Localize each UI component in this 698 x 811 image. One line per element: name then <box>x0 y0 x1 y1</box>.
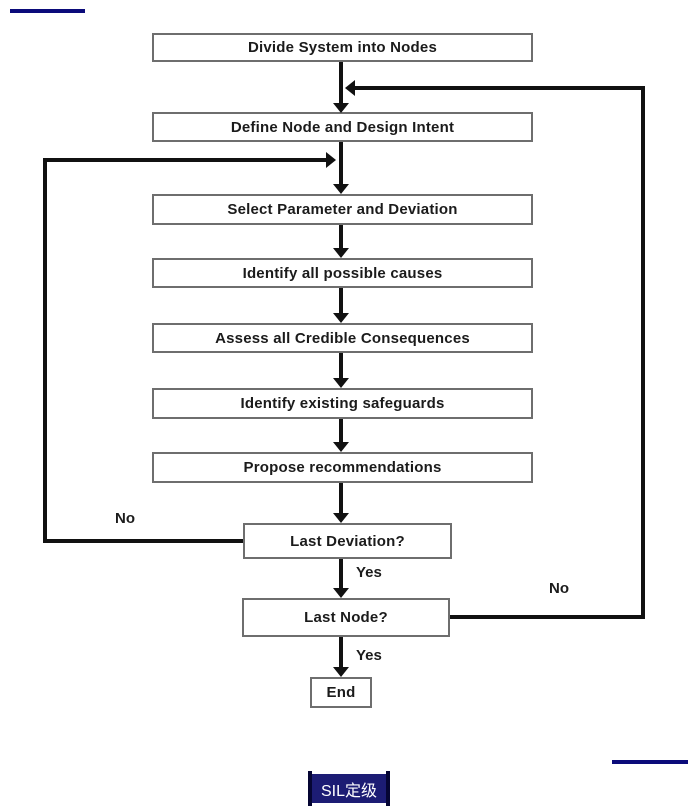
flow-node-divide-system: Divide System into Nodes <box>152 33 533 62</box>
edge-label-no-last-deviation: No <box>115 510 135 527</box>
edge-label-yes-last-deviation: Yes <box>356 564 382 581</box>
flow-node-identify-safeguards: Identify existing safeguards <box>152 388 533 419</box>
arrow-recommendations-to-last-deviation <box>339 483 343 513</box>
arrow-last-deviation-to-last-node <box>339 559 343 588</box>
loop-left-top-arrow <box>45 158 326 162</box>
arrow-causes-to-consequences <box>339 288 343 313</box>
flow-node-propose-recommendations: Propose recommendations <box>152 452 533 483</box>
arrow-define-to-select <box>339 142 343 184</box>
bottom-right-rule <box>612 760 688 764</box>
edge-label-no-last-node: No <box>549 580 569 597</box>
arrow-safeguards-to-recommendations <box>339 419 343 442</box>
loop-left-bottom-segment <box>45 539 243 543</box>
arrow-last-node-to-end <box>339 637 343 667</box>
flow-node-identify-causes: Identify all possible causes <box>152 258 533 288</box>
arrow-consequences-to-safeguards <box>339 353 343 378</box>
sil-rating-badge: SIL定级 <box>307 771 391 806</box>
loop-right-top-arrow <box>355 86 643 90</box>
flow-node-end: End <box>310 677 372 708</box>
arrow-select-to-causes <box>339 225 343 248</box>
top-left-rule <box>10 9 85 13</box>
loop-right-vertical-segment <box>641 86 645 619</box>
flow-node-define-node: Define Node and Design Intent <box>152 112 533 142</box>
edge-label-yes-last-node: Yes <box>356 647 382 664</box>
flow-node-last-node: Last Node? <box>242 598 450 637</box>
flow-node-last-deviation: Last Deviation? <box>243 523 452 559</box>
loop-left-vertical-segment <box>43 158 47 543</box>
loop-right-bottom-segment <box>450 615 645 619</box>
arrow-divide-to-define <box>339 62 343 103</box>
flow-node-assess-consequences: Assess all Credible Consequences <box>152 323 533 353</box>
flow-node-select-parameter: Select Parameter and Deviation <box>152 194 533 225</box>
